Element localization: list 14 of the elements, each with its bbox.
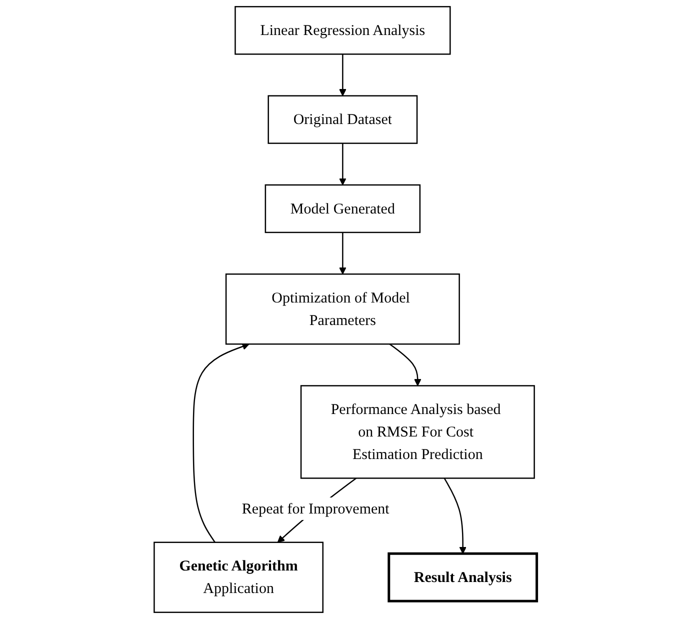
node-box: Original Dataset xyxy=(268,95,418,144)
arrow xyxy=(339,54,346,96)
arrow xyxy=(339,232,346,274)
node-box: Performance Analysis based on RMSE For Cost Estimation Prediction xyxy=(300,385,535,479)
arrow xyxy=(444,478,467,554)
node-box: Genetic Algorithm Application xyxy=(154,542,324,613)
edge-label: Repeat for Improvement xyxy=(242,500,390,517)
node-box: Model Generated xyxy=(264,184,421,234)
node-box: Linear Regression Analysis xyxy=(234,6,451,55)
arrow xyxy=(339,143,346,186)
node-box: Optimization of Model Parameters xyxy=(225,273,460,345)
arrow xyxy=(389,344,422,386)
arrow xyxy=(192,342,250,543)
node-box: Result Analysis xyxy=(388,552,538,602)
